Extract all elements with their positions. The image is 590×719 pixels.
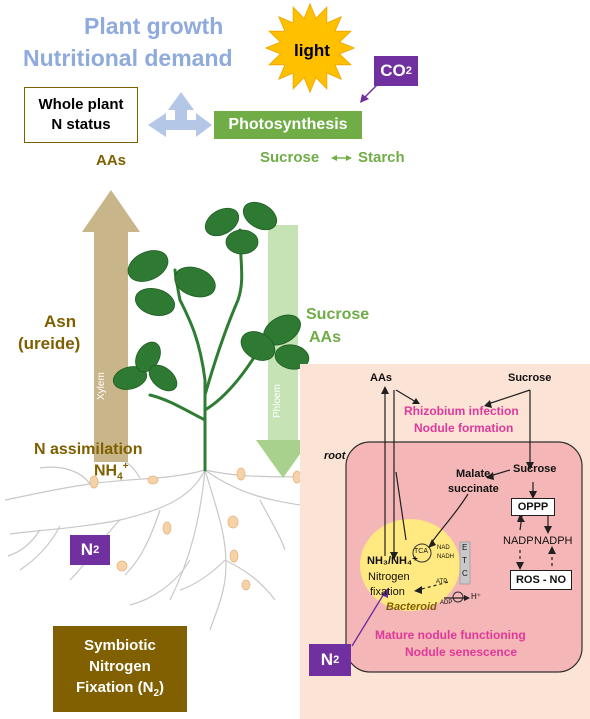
bacteroid-label: Bacteroid xyxy=(386,601,437,613)
fixation-label: fixation xyxy=(370,586,405,598)
plant-stems xyxy=(148,228,267,472)
plant-leaves xyxy=(112,201,310,392)
adp-label: ADP xyxy=(440,600,453,606)
nadph-label: NADPH xyxy=(534,535,573,547)
etc-bar xyxy=(459,541,471,585)
co2-text: CO xyxy=(380,61,406,80)
atp-label: ATP xyxy=(436,579,448,585)
succinate-label: succinate xyxy=(448,483,499,495)
snf-line2: Nitrogen xyxy=(89,657,151,675)
starch-label: Starch xyxy=(358,149,405,166)
sun-icon xyxy=(264,2,356,94)
n2-bottom-sub: 2 xyxy=(333,654,340,666)
n2-left-sub: 2 xyxy=(93,544,100,556)
whole-plant-photosynthesis-arrow xyxy=(148,92,212,137)
n2-bottom-text: N xyxy=(320,650,334,669)
nh4-sub: 4 xyxy=(117,471,123,483)
rhizobium-infection: Rhizobium infection xyxy=(404,404,519,418)
xylem-cargo-asn: Asn xyxy=(44,312,77,331)
phloem-cargo-aas: AAs xyxy=(309,329,342,346)
snf-line3-text: Fixation (N xyxy=(75,678,154,696)
mature-nodule-functioning: Mature nodule functioning xyxy=(375,628,526,642)
nadp-label: NADP xyxy=(503,535,534,547)
phloem-cargo-sucrose: Sucrose xyxy=(306,306,370,323)
co2-sub: 2 xyxy=(405,65,412,77)
xylem-label: Xylem xyxy=(96,372,107,400)
tca-label: TCA xyxy=(414,548,428,555)
nodule-sucrose-top: Sucrose xyxy=(508,372,552,384)
snf-close: ) xyxy=(159,678,165,696)
snf-box: Symbiotic Nitrogen Fixation (N2) xyxy=(53,626,187,712)
nodule-senescence: Nodule senescence xyxy=(405,645,518,659)
sucrose-inner: Sucrose xyxy=(513,463,557,475)
ros-no-label: ROS - NO xyxy=(515,574,567,586)
whole-plant-line1: Whole plant xyxy=(38,96,124,113)
nh4-text: NH xyxy=(94,462,118,480)
nodule-aas: AAs xyxy=(370,372,393,384)
sucrose-label: Sucrose xyxy=(260,149,320,166)
malate-label: Malate xyxy=(456,468,491,480)
header-nutritional-demand: Nutritional demand xyxy=(23,45,233,71)
n2-arrowhead xyxy=(381,588,388,598)
etc-t: T xyxy=(462,556,467,565)
nitrogen-label: Nitrogen xyxy=(368,571,410,583)
sucrose-starch-arrow xyxy=(331,155,352,161)
oppp-box: OPPP xyxy=(511,498,555,516)
whole-plant-line2: N status xyxy=(51,116,111,133)
xylem-cargo-ureide: (ureide) xyxy=(18,334,81,353)
etc-c: C xyxy=(462,569,468,578)
snf-line1: Symbiotic xyxy=(84,636,156,654)
n2-left-text: N xyxy=(80,540,94,559)
co2-to-photosynthesis-arrow xyxy=(360,83,379,103)
aas-top-label: AAs xyxy=(96,152,127,169)
ros-no-box: ROS - NO xyxy=(510,570,572,590)
nh4-label: NH4+ xyxy=(94,461,129,483)
nad-label: NAD xyxy=(437,545,450,551)
nodule-formation: Nodule formation xyxy=(414,421,514,435)
etc-e: E xyxy=(462,543,468,552)
nadh-label: NADH xyxy=(437,554,455,560)
root-system xyxy=(4,451,331,631)
snf-sub: 2 xyxy=(153,687,160,699)
oppp-label: OPPP xyxy=(517,501,549,513)
header-plant-growth: Plant growth xyxy=(84,13,224,39)
root-label: root xyxy=(324,450,346,462)
photosynthesis-box: Photosynthesis xyxy=(214,111,362,139)
atp-synthase xyxy=(452,591,464,603)
tca-cycle xyxy=(412,543,432,563)
root-nodules xyxy=(89,467,302,591)
n-assimilation-label: N assimilation xyxy=(34,441,143,458)
hplus-label: H⁺ xyxy=(471,592,481,601)
nh3-nh4-label: NH₃/NH₄⁺ xyxy=(367,555,418,567)
photosynthesis-label: Photosynthesis xyxy=(228,116,348,133)
snf-line3: Fixation (N2) xyxy=(76,677,164,704)
sun-label: light xyxy=(294,41,330,60)
nh4-sup: + xyxy=(122,461,129,472)
phloem-label: Phloem xyxy=(272,384,283,418)
whole-plant-box: Whole plant N status xyxy=(24,87,138,143)
nodule-arrowheads xyxy=(381,386,556,601)
xylem-arrow xyxy=(82,190,140,462)
